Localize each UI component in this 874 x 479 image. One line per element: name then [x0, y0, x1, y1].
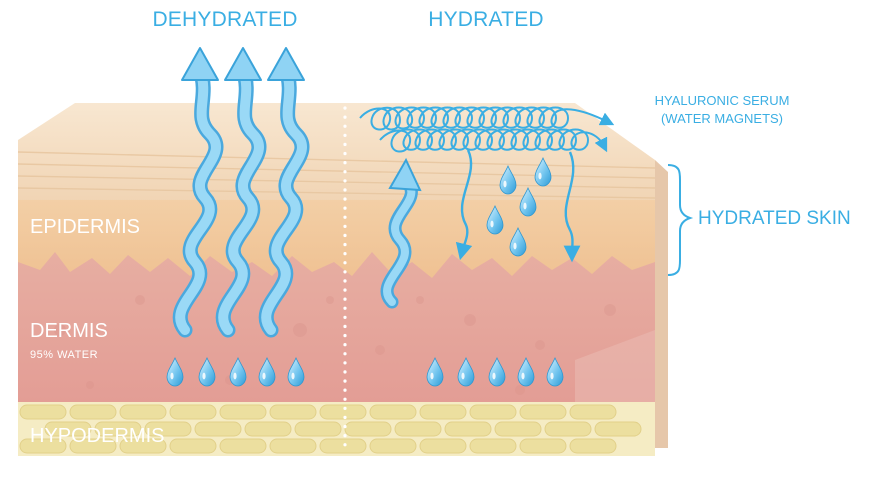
- fat-cells: [19, 404, 642, 454]
- water-loss-arrow-2: [215, 47, 267, 338]
- header-hydrated: HYDRATED: [428, 8, 544, 31]
- skin-side-face: [655, 160, 668, 448]
- serum-loops: [359, 106, 615, 153]
- water-loss-arrows: [172, 47, 310, 338]
- dermis-water-note: 95% WATER: [30, 349, 98, 361]
- serum-label-line2: (WATER MAGNETS): [661, 111, 783, 126]
- hydrated-skin-label: HYDRATED SKIN: [698, 208, 851, 229]
- skin-surface-layer: [18, 103, 655, 208]
- dermis-label: DERMIS: [30, 320, 108, 342]
- dermis-speckles: [54, 295, 616, 395]
- water-loss-arrow-3: [258, 47, 310, 338]
- hydrated-skin-bracket: [667, 164, 694, 276]
- serum-label-line1: HYALURONIC SERUM: [655, 93, 790, 108]
- water-loss-arrow-1: [172, 47, 224, 338]
- hydrated-wavy-arrow: [380, 157, 422, 309]
- hypodermis-label: HYPODERMIS: [30, 425, 164, 447]
- dermis-side-detail: [575, 330, 655, 402]
- serum-down-arrows: [455, 149, 581, 263]
- header-dehydrated: DEHYDRATED: [152, 8, 297, 31]
- epidermis-label: EPIDERMIS: [30, 216, 140, 238]
